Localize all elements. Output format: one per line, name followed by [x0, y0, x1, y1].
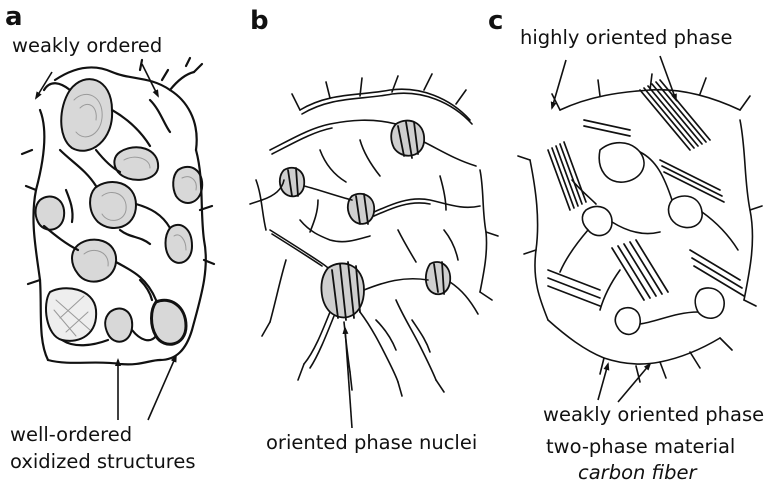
panel-c-weak-network — [518, 74, 762, 382]
panel-c-arrows — [552, 56, 676, 402]
panel-c-structure — [518, 74, 762, 382]
panel-c-oriented-bundles — [548, 80, 744, 306]
panel-b-filaments — [250, 74, 498, 396]
panel-a-structure — [22, 58, 214, 364]
panel-b-structure — [250, 74, 498, 396]
